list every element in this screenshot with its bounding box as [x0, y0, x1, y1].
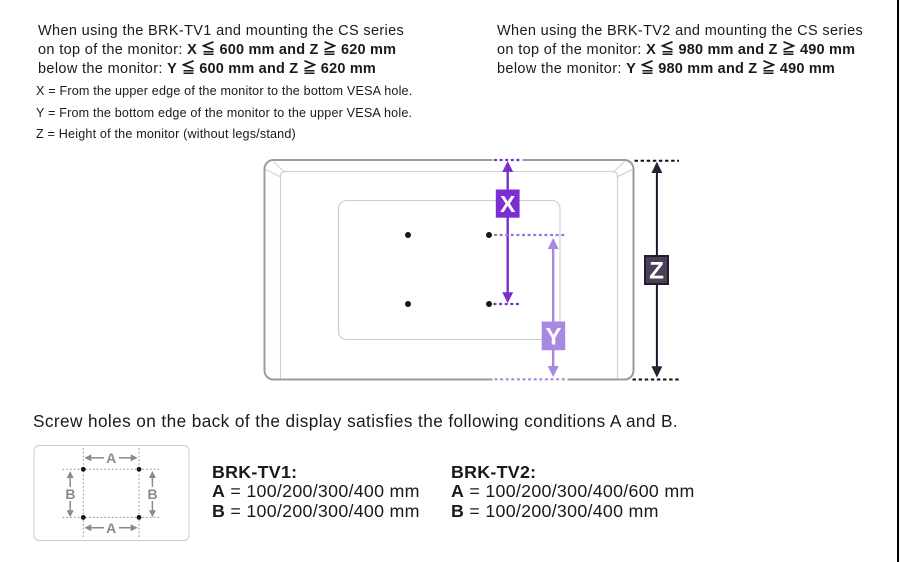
svg-text:X: X: [500, 191, 516, 217]
svg-text:B: B: [65, 486, 75, 502]
svg-text:A: A: [106, 450, 116, 466]
svg-text:A: A: [106, 520, 116, 536]
svg-text:B: B: [148, 486, 158, 502]
svg-text:Y: Y: [545, 323, 561, 350]
svg-text:Z: Z: [649, 258, 664, 285]
